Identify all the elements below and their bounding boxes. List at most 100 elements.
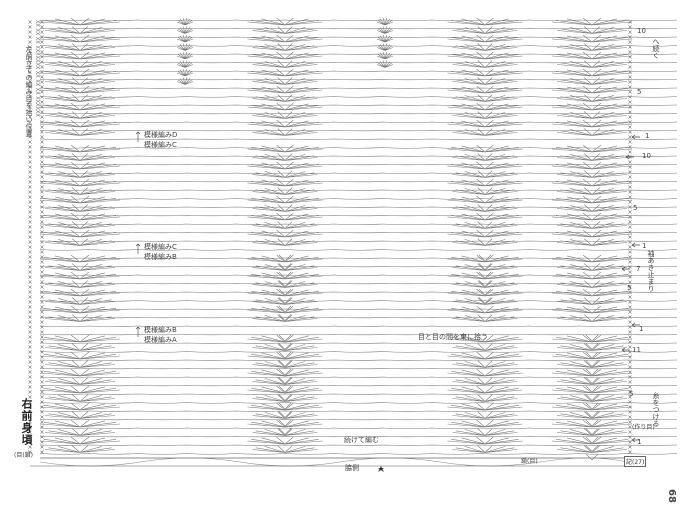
x-stitch <box>40 445 44 449</box>
row-number: 5 <box>629 390 634 398</box>
shell-fan <box>252 297 318 305</box>
shell-fan <box>447 68 523 77</box>
x-stitch <box>628 305 632 309</box>
x-stitch <box>28 55 32 59</box>
v-stitch <box>278 288 292 296</box>
shell-fan <box>551 144 633 153</box>
shell-fan <box>39 385 121 394</box>
shell-fan <box>556 77 628 85</box>
armhole-stop-note: 袖あき止まり <box>647 250 655 292</box>
shell-fan <box>452 221 518 229</box>
shell-fan <box>447 161 523 170</box>
x-stitch <box>40 310 44 314</box>
shell-fan <box>376 35 394 43</box>
x-stitch <box>28 285 32 289</box>
x-stitch <box>628 90 632 94</box>
diagram-title: 右前身頃 <box>20 398 33 446</box>
x-stitch <box>628 235 632 239</box>
x-stitch <box>628 70 632 74</box>
shell-fan <box>252 280 318 288</box>
stitch-row-line <box>39 427 678 430</box>
v-stitch <box>278 360 292 367</box>
x-stitch <box>628 390 632 394</box>
x-stitch <box>28 395 32 399</box>
x-stitch <box>40 80 44 84</box>
shell-fan <box>252 394 318 402</box>
x-stitch <box>40 370 44 374</box>
stitch-row-line <box>39 249 678 251</box>
x-stitch <box>40 70 44 74</box>
v-stitch <box>585 402 599 410</box>
x-stitch <box>28 125 32 129</box>
shell-fan <box>247 144 323 153</box>
x-stitch <box>40 100 44 104</box>
x-stitch <box>40 335 44 339</box>
bundle-note: 目と目の間を束に拾う <box>418 333 488 341</box>
x-stitch <box>28 80 32 84</box>
shell-fan <box>247 334 323 343</box>
shell-fan <box>452 394 518 402</box>
x-stitch <box>40 440 44 444</box>
shell-fan <box>176 60 194 68</box>
x-stitch <box>28 145 32 149</box>
x-stitch <box>628 435 632 439</box>
shell-fan <box>44 377 116 385</box>
v-stitch <box>478 288 492 296</box>
x-stitch <box>28 110 32 114</box>
x-stitch <box>28 160 32 164</box>
x-stitch <box>40 405 44 409</box>
stitch-row-line <box>39 121 678 124</box>
shell-fan <box>551 305 633 314</box>
shell-fan <box>247 102 323 111</box>
stitch-row-line <box>39 147 678 149</box>
shell-fan <box>252 343 318 351</box>
x-stitch <box>28 290 32 294</box>
shell-fan <box>551 419 633 428</box>
x-stitch <box>628 415 632 419</box>
pattern-arrow <box>135 131 141 142</box>
shell-fan <box>551 17 633 26</box>
x-stitch <box>628 160 632 164</box>
x-stitch <box>28 365 32 369</box>
shell-fan <box>252 238 318 246</box>
stitch-row-line <box>39 198 678 200</box>
shell-fan <box>247 419 323 428</box>
v-stitch <box>278 254 292 262</box>
x-stitch <box>40 395 44 399</box>
x-stitch <box>40 300 44 304</box>
shell-fan <box>551 288 633 297</box>
shell-fan <box>252 428 318 436</box>
x-stitch <box>40 345 44 349</box>
shell-fan <box>556 128 628 136</box>
x-stitch <box>628 445 632 449</box>
x-stitch <box>628 140 632 144</box>
x-stitch <box>40 75 44 79</box>
stitch-row-line <box>39 70 678 73</box>
shell-fan <box>551 51 633 60</box>
shell-fan <box>252 314 318 322</box>
x-stitch <box>40 160 44 164</box>
x-stitch <box>628 385 632 389</box>
shell-fan <box>447 144 523 153</box>
shell-fan <box>452 297 518 305</box>
x-stitch <box>40 275 44 279</box>
x-stitch <box>628 375 632 379</box>
x-stitch <box>40 240 44 244</box>
x-stitch <box>28 195 32 199</box>
row-number: 10 <box>637 27 646 35</box>
x-stitch <box>40 50 44 54</box>
x-stitch <box>40 410 44 414</box>
v-stitch <box>278 428 292 435</box>
v-stitch <box>278 351 292 359</box>
v-stitch <box>478 254 492 262</box>
shell-fan <box>176 26 194 34</box>
x-stitch <box>28 175 32 179</box>
x-stitch <box>628 345 632 349</box>
x-stitch <box>628 130 632 134</box>
stitch-row-line <box>39 96 678 98</box>
shell-fan <box>252 170 318 178</box>
x-stitch <box>628 360 632 364</box>
shell-fan <box>556 377 628 385</box>
x-stitch <box>40 255 44 259</box>
